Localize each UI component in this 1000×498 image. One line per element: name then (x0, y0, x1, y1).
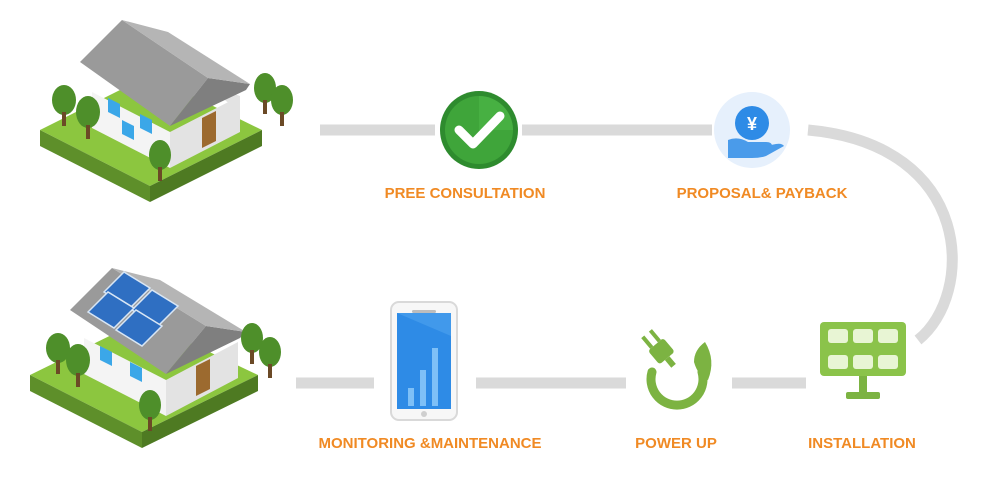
step-label-power-up: POWER UP (635, 435, 717, 452)
connector-proposal-to-installation (807, 124, 958, 345)
plug-leaf-icon (641, 329, 712, 410)
smartphone-chart-icon (390, 301, 458, 421)
step-label-installation: INSTALLATION (808, 435, 916, 452)
step-label-monitoring: MONITORING &MAINTENANCE (318, 435, 541, 452)
step-label-consultation: PREE CONSULTATION (385, 185, 546, 202)
step-label-proposal: PROPOSAL& PAYBACK (677, 185, 848, 202)
step-labels: PREE CONSULTATION PROPOSAL& PAYBACK INST… (318, 185, 915, 452)
house-with-solar-panels-icon (30, 268, 281, 448)
yen-symbol: ¥ (747, 114, 757, 134)
check-icon (440, 91, 518, 169)
connector-lines (296, 124, 958, 389)
yen-coin-hand-icon: ¥ (714, 92, 790, 168)
house-icon (40, 20, 293, 202)
solar-panel-icon (820, 322, 906, 399)
